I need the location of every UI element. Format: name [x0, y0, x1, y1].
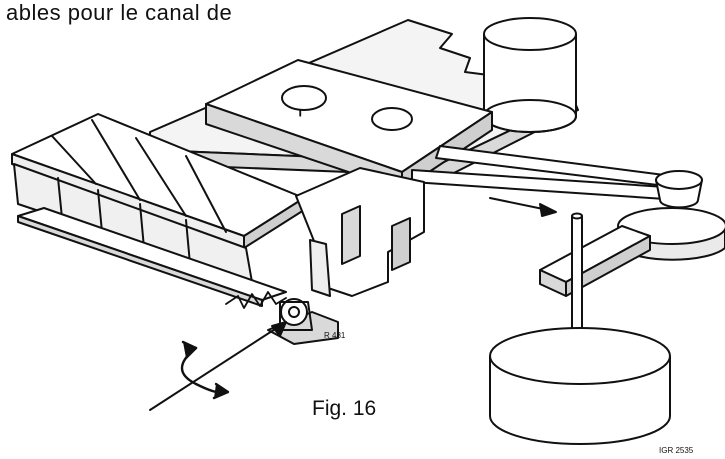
- pivot-bearing: [267, 298, 339, 345]
- spring: [225, 291, 287, 309]
- figure-caption: Fig. 16: [312, 397, 377, 420]
- lower-sheet: [17, 207, 287, 307]
- drive-shaft-arrow: [149, 321, 287, 411]
- base-disk: [489, 327, 671, 445]
- plate-code-label: IGR 2535: [659, 446, 694, 455]
- key-block: [11, 113, 305, 283]
- header-text-fragment: ables pour le canal de: [6, 0, 233, 25]
- rotation-arrows: [180, 340, 230, 400]
- pulley-assembly: [617, 170, 725, 261]
- top-plate-mark: I: [299, 108, 302, 118]
- top-right-cylinder: [483, 17, 577, 133]
- plate-hole-left: [281, 85, 327, 111]
- linkage-arms: [411, 145, 681, 201]
- plate-hole-right: [371, 107, 413, 131]
- motion-arrow: [489, 197, 557, 217]
- bracket-arm: [539, 225, 651, 297]
- part-reference-label: R 481: [324, 331, 346, 340]
- channel-frame: [295, 167, 425, 297]
